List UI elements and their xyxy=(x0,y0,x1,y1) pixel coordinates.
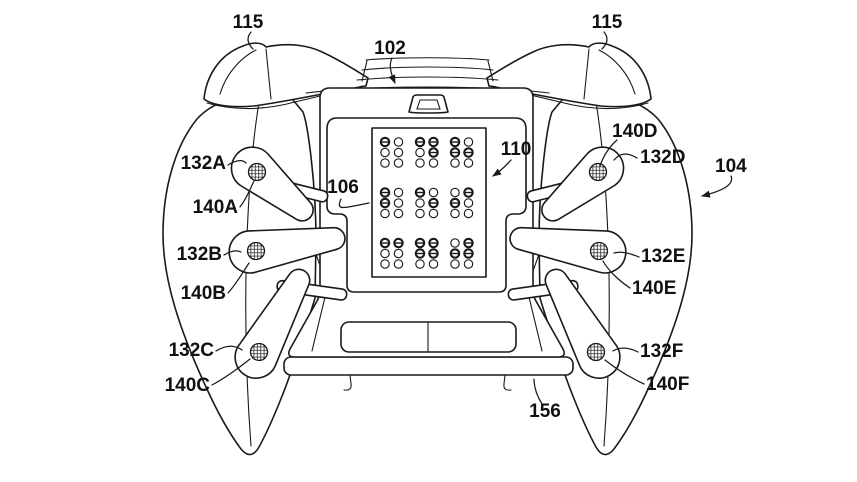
braille-dot-flat xyxy=(393,187,404,198)
bottom-edge-band xyxy=(283,356,574,376)
housing-slant-inner-right xyxy=(528,296,543,352)
leader-140e xyxy=(602,260,631,289)
braille-dot-flat xyxy=(450,238,460,248)
bridge-seam-right xyxy=(487,60,494,82)
braille-dot-flat xyxy=(380,147,390,158)
braille-dot-flat xyxy=(415,158,425,168)
ref-label-132e: 132E xyxy=(641,246,685,267)
braille-dot-flat xyxy=(393,198,404,208)
pivot-button-140b[interactable] xyxy=(246,241,266,261)
bridge-line-bottom xyxy=(356,76,499,81)
ref-label-156: 156 xyxy=(529,401,561,422)
ref-label-104: 104 xyxy=(715,156,747,177)
leader-132f xyxy=(612,347,639,353)
braille-dot-flat xyxy=(393,137,404,147)
ref-label-140f: 140F xyxy=(646,374,689,395)
pivot-button-140e[interactable] xyxy=(589,241,609,261)
braille-dot-flat xyxy=(463,208,474,219)
leader-104 xyxy=(701,175,733,198)
housing-slant-inner-left xyxy=(311,296,326,352)
ref-label-132f: 132F xyxy=(640,341,683,362)
leader-106 xyxy=(338,198,370,209)
pivot-button-140a[interactable] xyxy=(247,162,267,182)
braille-dot-flat xyxy=(415,147,425,158)
leader-115-right xyxy=(601,31,608,50)
connector-port-inner xyxy=(416,99,441,110)
leader-156 xyxy=(533,378,543,405)
braille-dot-flat xyxy=(393,248,404,259)
braille-dot-flat xyxy=(450,158,460,168)
leader-132b xyxy=(223,250,242,256)
pivot-button-140f[interactable] xyxy=(586,342,606,362)
braille-dot-flat xyxy=(393,259,404,269)
ref-label-140b: 140B xyxy=(181,283,226,304)
braille-dot-flat xyxy=(380,259,390,269)
leader-140c xyxy=(211,358,251,386)
ref-label-132a: 132A xyxy=(181,153,227,174)
leader-140a xyxy=(239,180,255,208)
braille-dot-flat xyxy=(428,259,439,269)
braille-dot-flat xyxy=(415,259,425,269)
braille-dot-flat xyxy=(428,158,439,168)
ref-label-140d: 140D xyxy=(612,121,657,142)
ref-label-140c: 140C xyxy=(165,375,211,396)
braille-dot-flat xyxy=(450,259,460,269)
braille-dot-flat xyxy=(393,147,404,158)
braille-dot-flat xyxy=(450,187,460,198)
leader-110 xyxy=(492,159,512,177)
braille-dot-flat xyxy=(428,208,439,219)
braille-dot-flat xyxy=(428,187,439,198)
braille-display[interactable] xyxy=(371,127,487,278)
braille-dot-flat xyxy=(380,248,390,259)
braille-dot-flat xyxy=(450,208,460,219)
braille-dot-flat xyxy=(415,198,425,208)
pivot-button-140c[interactable] xyxy=(249,342,269,362)
ref-label-132b: 132B xyxy=(177,244,222,265)
connector-port[interactable] xyxy=(408,94,449,114)
ref-label-110: 110 xyxy=(501,139,532,160)
leader-140f xyxy=(604,359,645,385)
bridge-line-mid xyxy=(361,66,494,71)
ref-label-132d: 132D xyxy=(640,147,685,168)
braille-dot-grid xyxy=(379,136,474,269)
braille-dot-flat xyxy=(393,158,404,168)
braille-dot-flat xyxy=(463,259,474,269)
ref-label-106: 106 xyxy=(327,177,359,198)
braille-dot-flat xyxy=(463,158,474,168)
ref-label-140e: 140E xyxy=(632,278,676,299)
ref-label-140a: 140A xyxy=(193,197,239,218)
reference-labels: 115 115 102 104 110 106 132A 140A 132B 1… xyxy=(165,12,748,422)
ref-label-132c: 132C xyxy=(169,340,215,361)
braille-dot-flat xyxy=(393,208,404,219)
pivot-button-140d[interactable] xyxy=(588,162,608,182)
bridge-seam-left xyxy=(361,60,368,82)
braille-dot-flat xyxy=(463,137,474,147)
leader-lines xyxy=(211,31,733,405)
leader-115-left xyxy=(247,31,254,50)
ref-label-115-left: 115 xyxy=(233,12,264,33)
bridge-line-top xyxy=(365,57,490,61)
ref-label-102: 102 xyxy=(374,38,406,59)
braille-dot-flat xyxy=(380,158,390,168)
braille-dot-flat xyxy=(463,198,474,208)
leader-140b xyxy=(227,262,250,294)
leader-140d xyxy=(599,139,618,167)
braille-dot-flat xyxy=(415,208,425,219)
leader-132c xyxy=(215,345,243,352)
ref-label-115-right: 115 xyxy=(592,12,623,33)
leader-102 xyxy=(388,57,396,84)
leader-132e xyxy=(613,251,640,258)
braille-dot-flat xyxy=(380,208,390,219)
leader-132a xyxy=(227,160,247,166)
leader-132d xyxy=(613,153,638,161)
